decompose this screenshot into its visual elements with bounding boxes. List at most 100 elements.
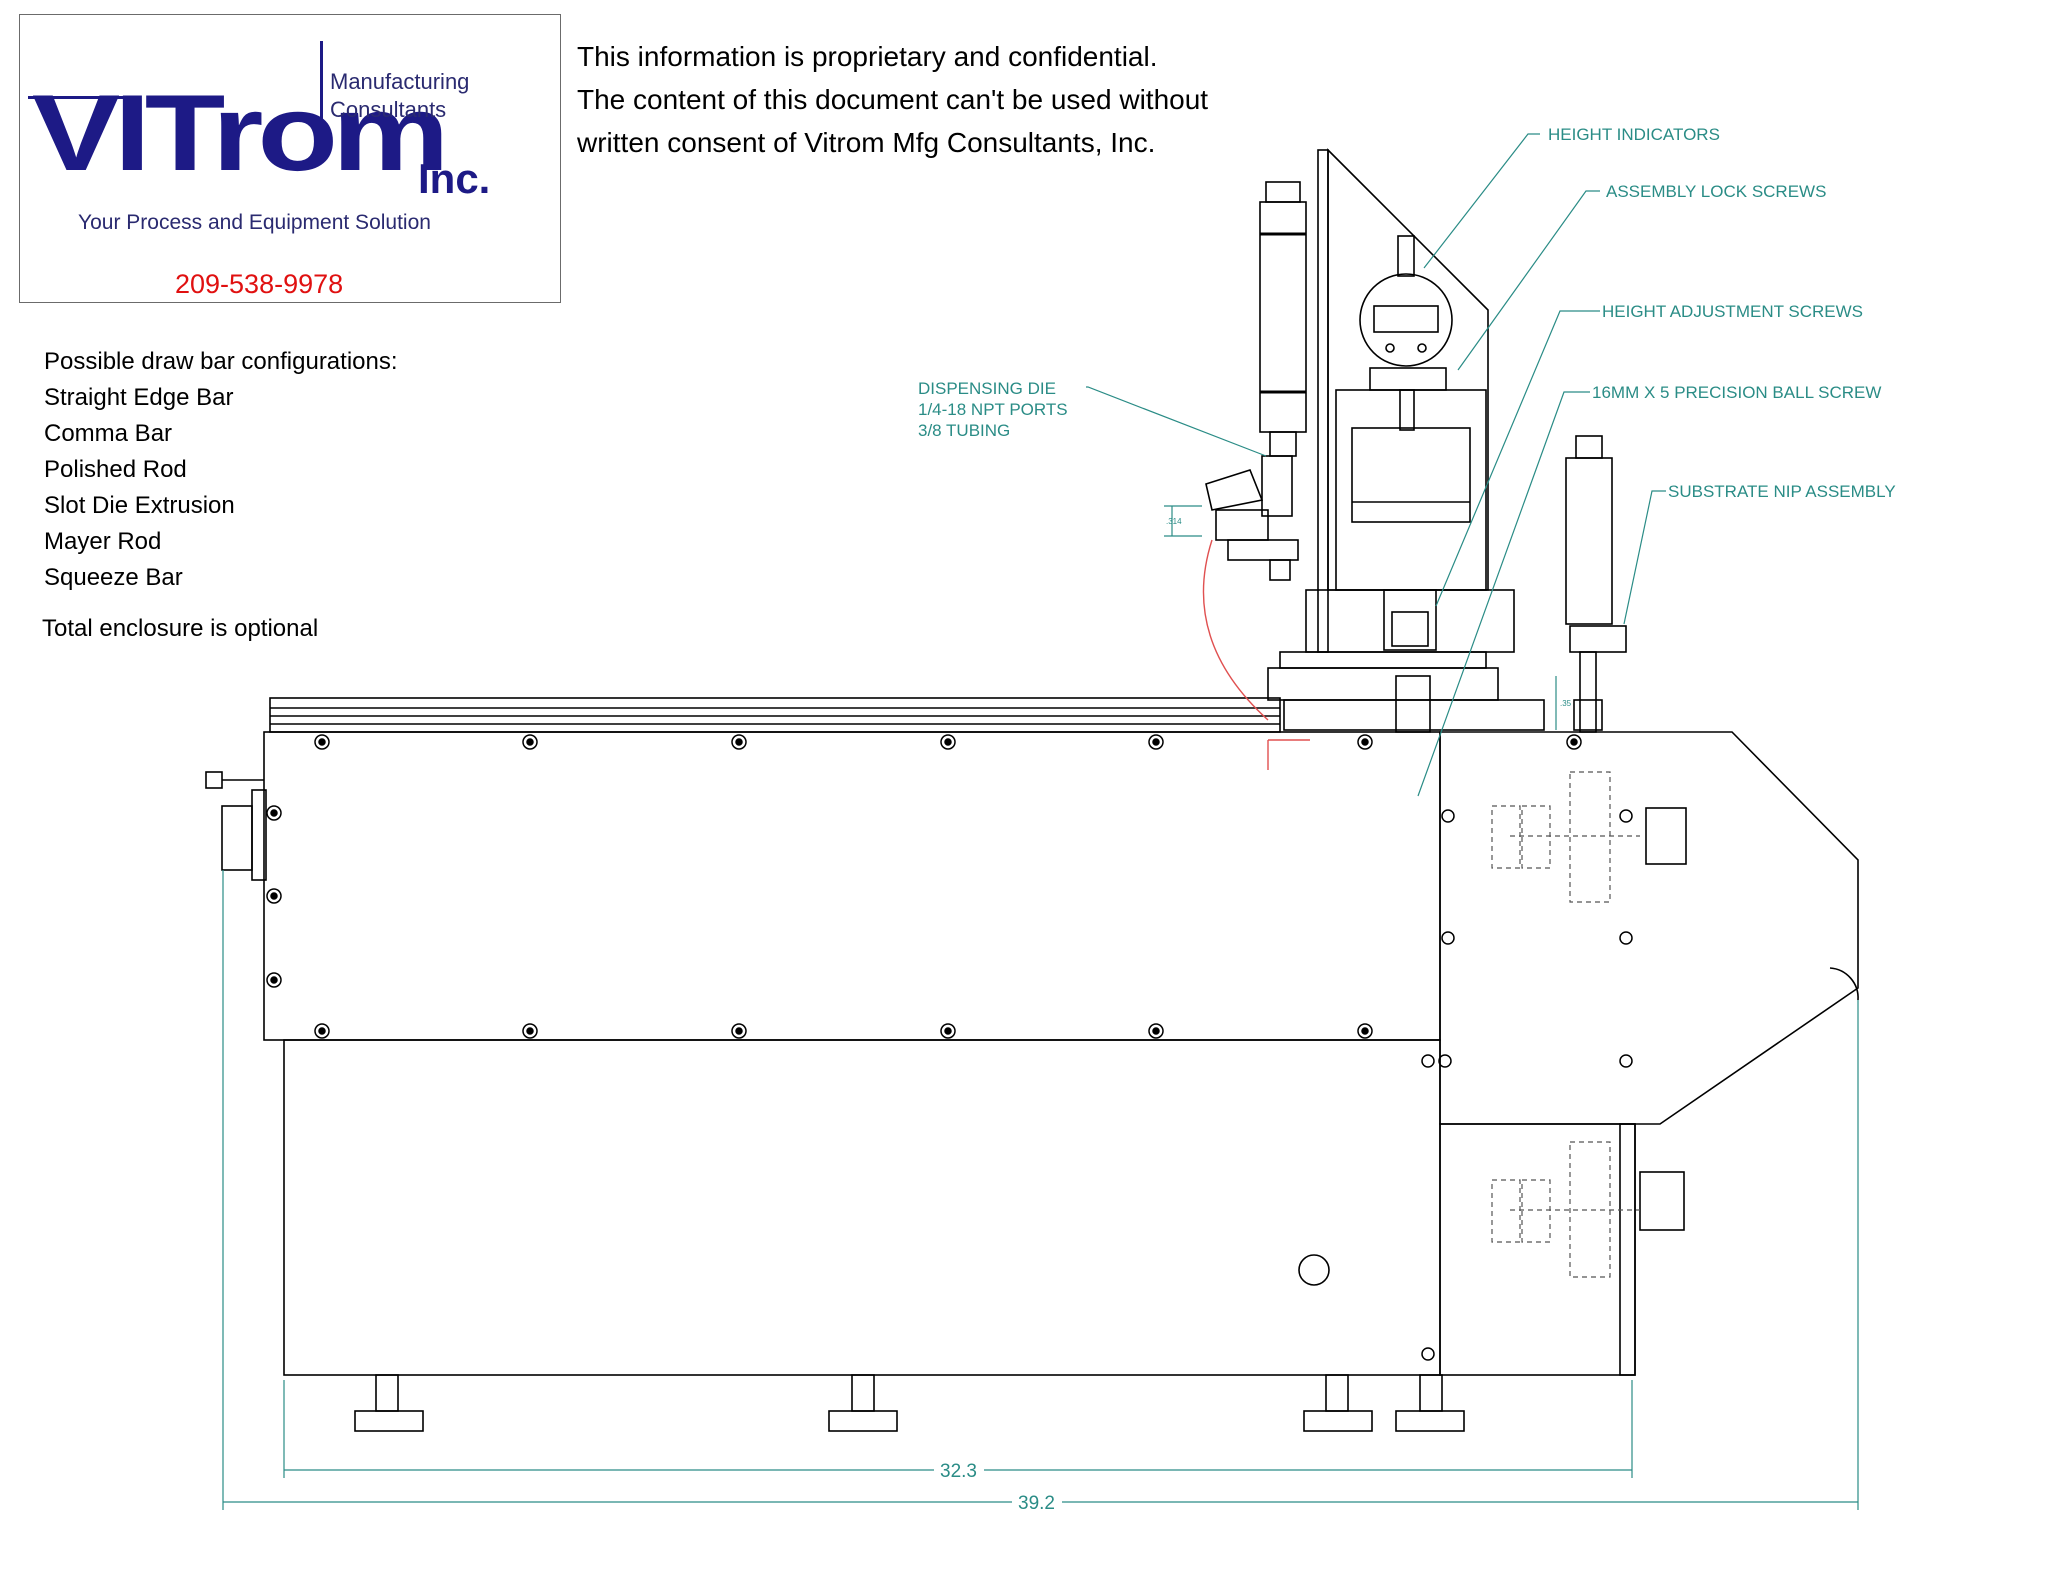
logo-inc: Inc. (418, 155, 491, 202)
screw (1421, 1347, 1435, 1361)
dim-inner-width-label: 32.3 (940, 1461, 977, 1482)
left-pin (205, 771, 223, 789)
right-housing (1439, 731, 1859, 1125)
screw (1357, 1023, 1373, 1039)
screw (1619, 931, 1633, 945)
indicator-stem (1397, 235, 1415, 277)
actuator-rod (1269, 431, 1297, 457)
screw (1619, 809, 1633, 823)
dim-overall-width-label: 39.2 (1018, 1493, 1055, 1514)
config-heading: Possible draw bar configurations: (44, 348, 398, 375)
hidden-part (1569, 1141, 1611, 1278)
callout-height-adjustment-screws: HEIGHT ADJUSTMENT SCREWS (1602, 302, 1863, 321)
company-logo: VITrom Manufacturing Consultants Inc. Yo… (19, 14, 561, 303)
actuator-cap (1265, 181, 1301, 203)
screw (1441, 931, 1455, 945)
adjust-frame (1335, 389, 1487, 591)
indicator-display (1373, 305, 1439, 333)
leader-dispensing-die (1086, 386, 1267, 457)
leader-ball-screw (1417, 391, 1590, 797)
screw-center (318, 738, 326, 746)
hidden-part (1491, 1179, 1521, 1243)
lower-frame (1305, 589, 1515, 653)
screw (1148, 1023, 1164, 1039)
screw-center (1152, 1027, 1160, 1035)
die-clamp (1227, 539, 1299, 561)
roller-arc (1829, 967, 1859, 1001)
foot-pad (1395, 1410, 1465, 1432)
die-bolt (1269, 559, 1291, 581)
vertical-actuator (1259, 201, 1307, 433)
screw (731, 734, 747, 750)
callout-ball-screw: 16MM X 5 PRECISION BALL SCREW (1592, 383, 1881, 402)
screw (731, 1023, 747, 1039)
side-gusset (1327, 148, 1489, 591)
screw (940, 1023, 956, 1039)
foot-post (375, 1374, 399, 1412)
screw-center (1570, 738, 1578, 746)
lower-cabinet (283, 1039, 1441, 1376)
config-item: Comma Bar (44, 420, 173, 447)
screw (522, 734, 538, 750)
screw-center (1361, 1027, 1369, 1035)
indicator-probe (1399, 389, 1415, 431)
screw-center (270, 976, 278, 984)
right-fitting-lower (1639, 1171, 1685, 1231)
foot-pad (1303, 1410, 1373, 1432)
foot-post (1419, 1374, 1443, 1412)
foot-post (1325, 1374, 1349, 1412)
logo-tagline: Your Process and Equipment Solution (78, 211, 431, 234)
nip-cap (1575, 435, 1603, 459)
dispensing-die (1205, 469, 1264, 511)
upper-panel (263, 731, 1441, 1041)
ball-screw-nut (1383, 589, 1437, 651)
callout-npt-ports: 1/4-18 NPT PORTS (918, 400, 1068, 419)
screw (940, 734, 956, 750)
nip-head (1569, 625, 1627, 653)
config-item: Squeeze Bar (44, 564, 183, 591)
leader-assembly-lock (1457, 190, 1600, 371)
height-indicator-dial (1359, 273, 1453, 367)
screw-center (526, 1027, 534, 1035)
screw (314, 1023, 330, 1039)
top-rail (269, 697, 1281, 733)
hidden-components (1491, 771, 1640, 1278)
logo-subtitle-line2: Consultants (330, 97, 447, 122)
screw (266, 972, 282, 988)
notice-line-3: written consent of Vitrom Mfg Consultant… (577, 127, 1156, 158)
access-port (1298, 1254, 1330, 1286)
logo-brand-mark: VITrom (32, 72, 449, 193)
notice-line-1: This information is proprietary and conf… (577, 41, 1158, 72)
config-item: Straight Edge Bar (44, 384, 234, 411)
screw-center (944, 738, 952, 746)
screw (522, 1023, 538, 1039)
screw-center (1361, 738, 1369, 746)
carriage-plate (1279, 651, 1487, 669)
callout-assembly-lock-screws: ASSEMBLY LOCK SCREWS (1606, 182, 1826, 201)
center-block (1395, 675, 1431, 733)
substrate-nip-cylinder (1565, 457, 1613, 625)
callout-dispensing-die: DISPENSING DIE (918, 379, 1056, 398)
screw-center (944, 1027, 952, 1035)
logo-subtitle: Manufacturing Consultants (330, 68, 469, 124)
screw (266, 805, 282, 821)
notice-line-2: The content of this document can't be us… (577, 84, 1209, 115)
leader-height-adjust (1435, 310, 1600, 607)
screw (1357, 734, 1373, 750)
foot-pad (828, 1410, 898, 1432)
ball-screw-coupler (1391, 611, 1429, 647)
screw (1421, 1054, 1435, 1068)
callout-height-indicators: HEIGHT INDICATORS (1548, 125, 1720, 144)
screw (1441, 809, 1455, 823)
callout-substrate-nip: SUBSTRATE NIP ASSEMBLY (1668, 482, 1896, 501)
hidden-part (1521, 1179, 1551, 1243)
foot-pad (354, 1410, 424, 1432)
hidden-part (1569, 771, 1611, 903)
nip-roller (1573, 699, 1603, 731)
screw (314, 734, 330, 750)
leader-height-indicators (1423, 133, 1540, 269)
die-path (1202, 539, 1310, 770)
screw (1438, 1054, 1452, 1068)
callout-tubing: 3/8 TUBING (918, 421, 1010, 440)
dim-label-bg (934, 1458, 984, 1482)
